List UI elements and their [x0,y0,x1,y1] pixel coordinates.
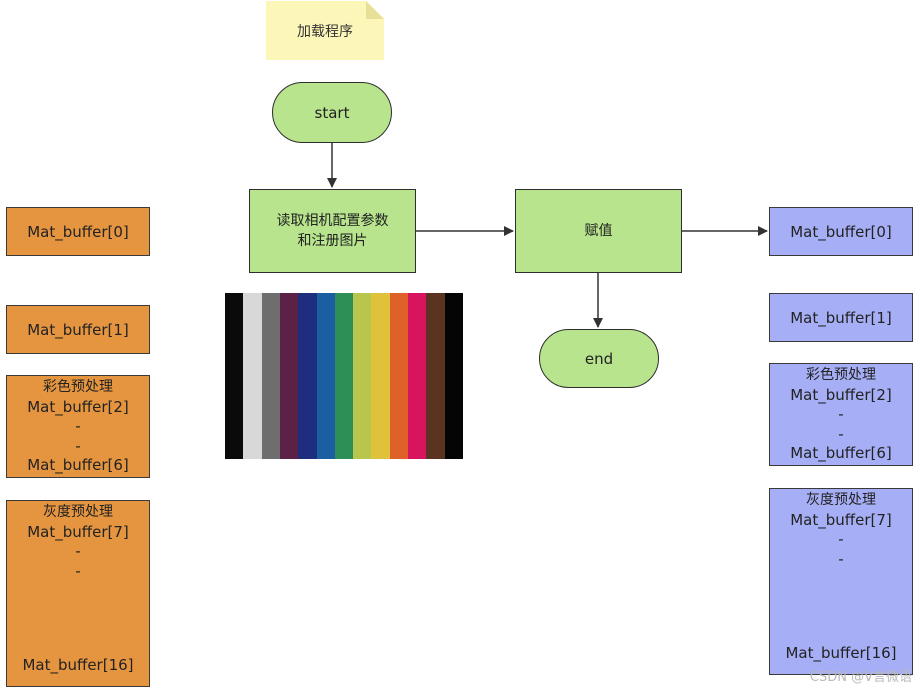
left-gray-dash1: - [75,542,81,560]
right-color-dash2: - [838,424,844,443]
right-buffer-0: Mat_buffer[0] [769,207,913,256]
image-stripe [334,293,354,459]
image-stripe [261,293,281,459]
left-color-group: 彩色预处理 Mat_buffer[2] - - Mat_buffer[6] [6,375,150,478]
note-text: 加载程序 [297,23,353,40]
end-label: end [584,349,614,368]
image-stripe [279,293,299,459]
read-config-node[interactable]: 读取相机配置参数 和注册图片 [249,189,416,273]
left-color-last: Mat_buffer[6] [27,456,129,474]
right-color-group: 彩色预处理 Mat_buffer[2] - - Mat_buffer[6] [769,363,913,466]
right-gray-dash1: - [838,530,844,548]
image-stripe [298,293,318,459]
read-config-line2: 和注册图片 [297,233,368,249]
assign-label: 赋值 [584,223,613,239]
right-color-title: 彩色预处理 [806,367,876,383]
image-stripe [371,293,391,459]
end-node[interactable]: end [539,329,659,388]
image-stripe [426,293,446,459]
watermark: CSDN @V言微语 [809,670,912,685]
left-color-dash1: - [75,417,81,435]
left-gray-last: Mat_buffer[16] [22,655,134,674]
right-gray-title: 灰度预处理 [806,492,876,508]
start-label: start [314,103,350,122]
left-buffer-0-label: Mat_buffer[0] [27,222,129,241]
image-stripe [444,293,463,459]
read-config-line1: 读取相机配置参数 [276,213,389,229]
left-gray-first: Mat_buffer[7] [27,522,129,541]
right-gray-dash2: - [838,549,844,568]
image-stripe [316,293,336,459]
left-color-title: 彩色预处理 [43,379,113,395]
right-buffer-0-label: Mat_buffer[0] [790,222,892,241]
left-gray-group: 灰度预处理 Mat_buffer[7] - - Mat_buffer[16] [6,500,150,687]
right-buffer-1-label: Mat_buffer[1] [790,308,892,327]
right-gray-group: 灰度预处理 Mat_buffer[7] - - Mat_buffer[16] [769,488,913,675]
left-gray-dash2: - [75,561,81,580]
right-color-dash1: - [838,405,844,423]
left-color-dash2: - [75,436,81,455]
image-stripe [225,293,244,459]
image-stripe [408,293,427,459]
image-stripe [389,293,409,459]
left-gray-title: 灰度预处理 [43,504,113,520]
right-gray-last: Mat_buffer[16] [785,643,897,662]
left-buffer-1: Mat_buffer[1] [6,305,150,354]
assign-node[interactable]: 赋值 [515,189,682,273]
right-buffer-1: Mat_buffer[1] [769,293,913,342]
left-buffer-1-label: Mat_buffer[1] [27,320,129,339]
right-gray-first: Mat_buffer[7] [790,510,892,529]
right-color-last: Mat_buffer[6] [790,444,892,462]
registered-image [225,293,463,459]
start-node[interactable]: start [272,82,392,143]
left-color-first: Mat_buffer[2] [27,397,129,416]
image-stripe [243,293,263,459]
image-stripe [353,293,372,459]
load-program-note: 加载程序 [266,1,384,60]
left-buffer-0: Mat_buffer[0] [6,207,150,256]
right-color-first: Mat_buffer[2] [790,385,892,404]
